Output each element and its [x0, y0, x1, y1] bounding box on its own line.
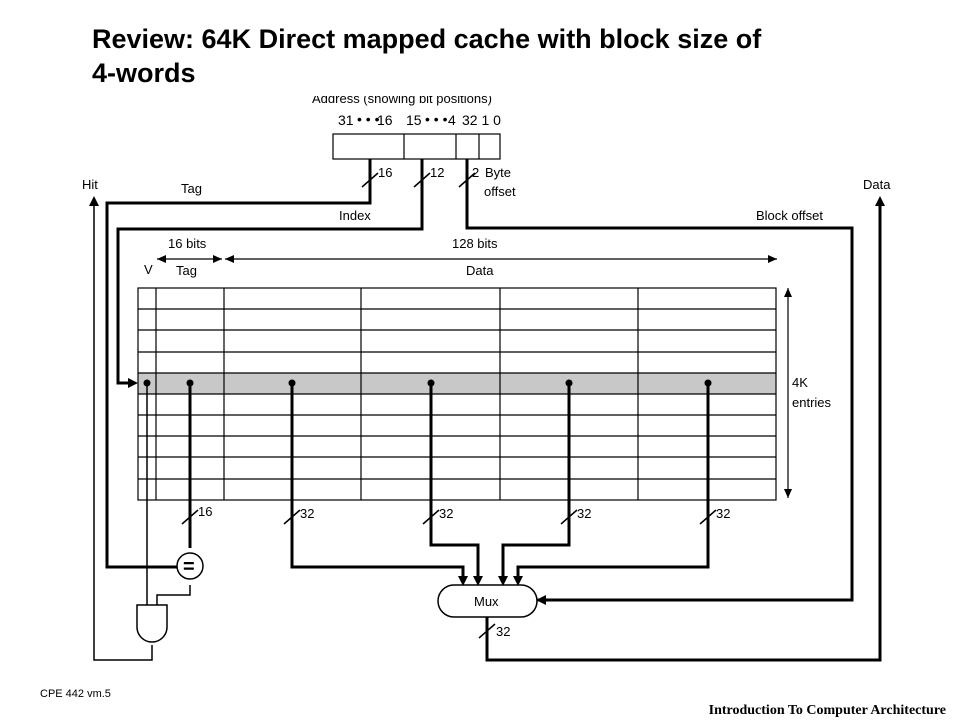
hit-label: Hit — [82, 177, 98, 192]
title-overlap-mask — [300, 86, 560, 96]
bit-dots-2: • • • — [425, 111, 448, 127]
bit-label-4: 4 — [448, 112, 456, 128]
slide-title-line-2: 4-words — [92, 58, 196, 88]
row-tap-dots — [143, 379, 712, 387]
data-bits-arrow — [225, 255, 777, 263]
arrowheads — [89, 196, 885, 605]
entries-word-label: entries — [792, 395, 832, 410]
mux-out-width: 32 — [496, 624, 510, 639]
tag-width-label: 16 — [378, 165, 392, 180]
bit-dots-1: • • • — [357, 111, 380, 127]
data-out-label: Data — [863, 177, 891, 192]
bus-width-slashes — [181, 172, 717, 639]
index-width-label: 12 — [430, 165, 444, 180]
and-gate — [136, 604, 168, 643]
offset-width-label: 2 — [472, 165, 479, 180]
comparator: = — [176, 552, 204, 580]
comparator-symbol: = — [183, 556, 195, 578]
entries-count-label: 4K — [792, 375, 808, 390]
bit-label-16: 16 — [377, 112, 393, 128]
bit-label-3-0: 32 1 0 — [462, 112, 501, 128]
mux-label: Mux — [474, 594, 499, 609]
mux: Mux — [437, 584, 538, 618]
byte-label: Byte — [485, 165, 511, 180]
tag-out-width: 16 — [198, 504, 212, 519]
tag-bits-label: 16 bits — [168, 236, 207, 251]
word-2-width: 32 — [439, 506, 453, 521]
data-bits-label: 128 bits — [452, 236, 498, 251]
cache-array — [137, 287, 777, 501]
word-1-width: 32 — [300, 506, 314, 521]
selected-cache-row — [138, 373, 776, 394]
wiring — [105, 159, 882, 662]
word-3-width: 32 — [577, 506, 591, 521]
slide-title: Review: 64K Direct mapped cache with blo… — [92, 22, 932, 90]
data-column-header: Data — [466, 263, 494, 278]
thin-wiring — [93, 203, 191, 661]
bit-label-15: 15 — [406, 112, 422, 128]
footer-course-label: CPE 442 vm.5 — [40, 688, 111, 700]
block-offset-label: Block offset — [756, 208, 823, 223]
word-4-width: 32 — [716, 506, 730, 521]
footer-course-title: Introduction To Computer Architecture — [708, 703, 946, 718]
bit-label-31: 31 — [338, 112, 354, 128]
byte-offset-label: offset — [484, 184, 516, 199]
slide-title-line-1: Review: 64K Direct mapped cache with blo… — [92, 24, 762, 54]
index-signal-label: Index — [339, 208, 371, 223]
tag-column-header: Tag — [176, 263, 197, 278]
address-register — [332, 133, 501, 160]
tag-signal-label: Tag — [181, 181, 202, 196]
valid-column-header: V — [144, 262, 153, 277]
entries-arrow — [784, 288, 792, 498]
tag-bits-arrow — [157, 255, 222, 263]
